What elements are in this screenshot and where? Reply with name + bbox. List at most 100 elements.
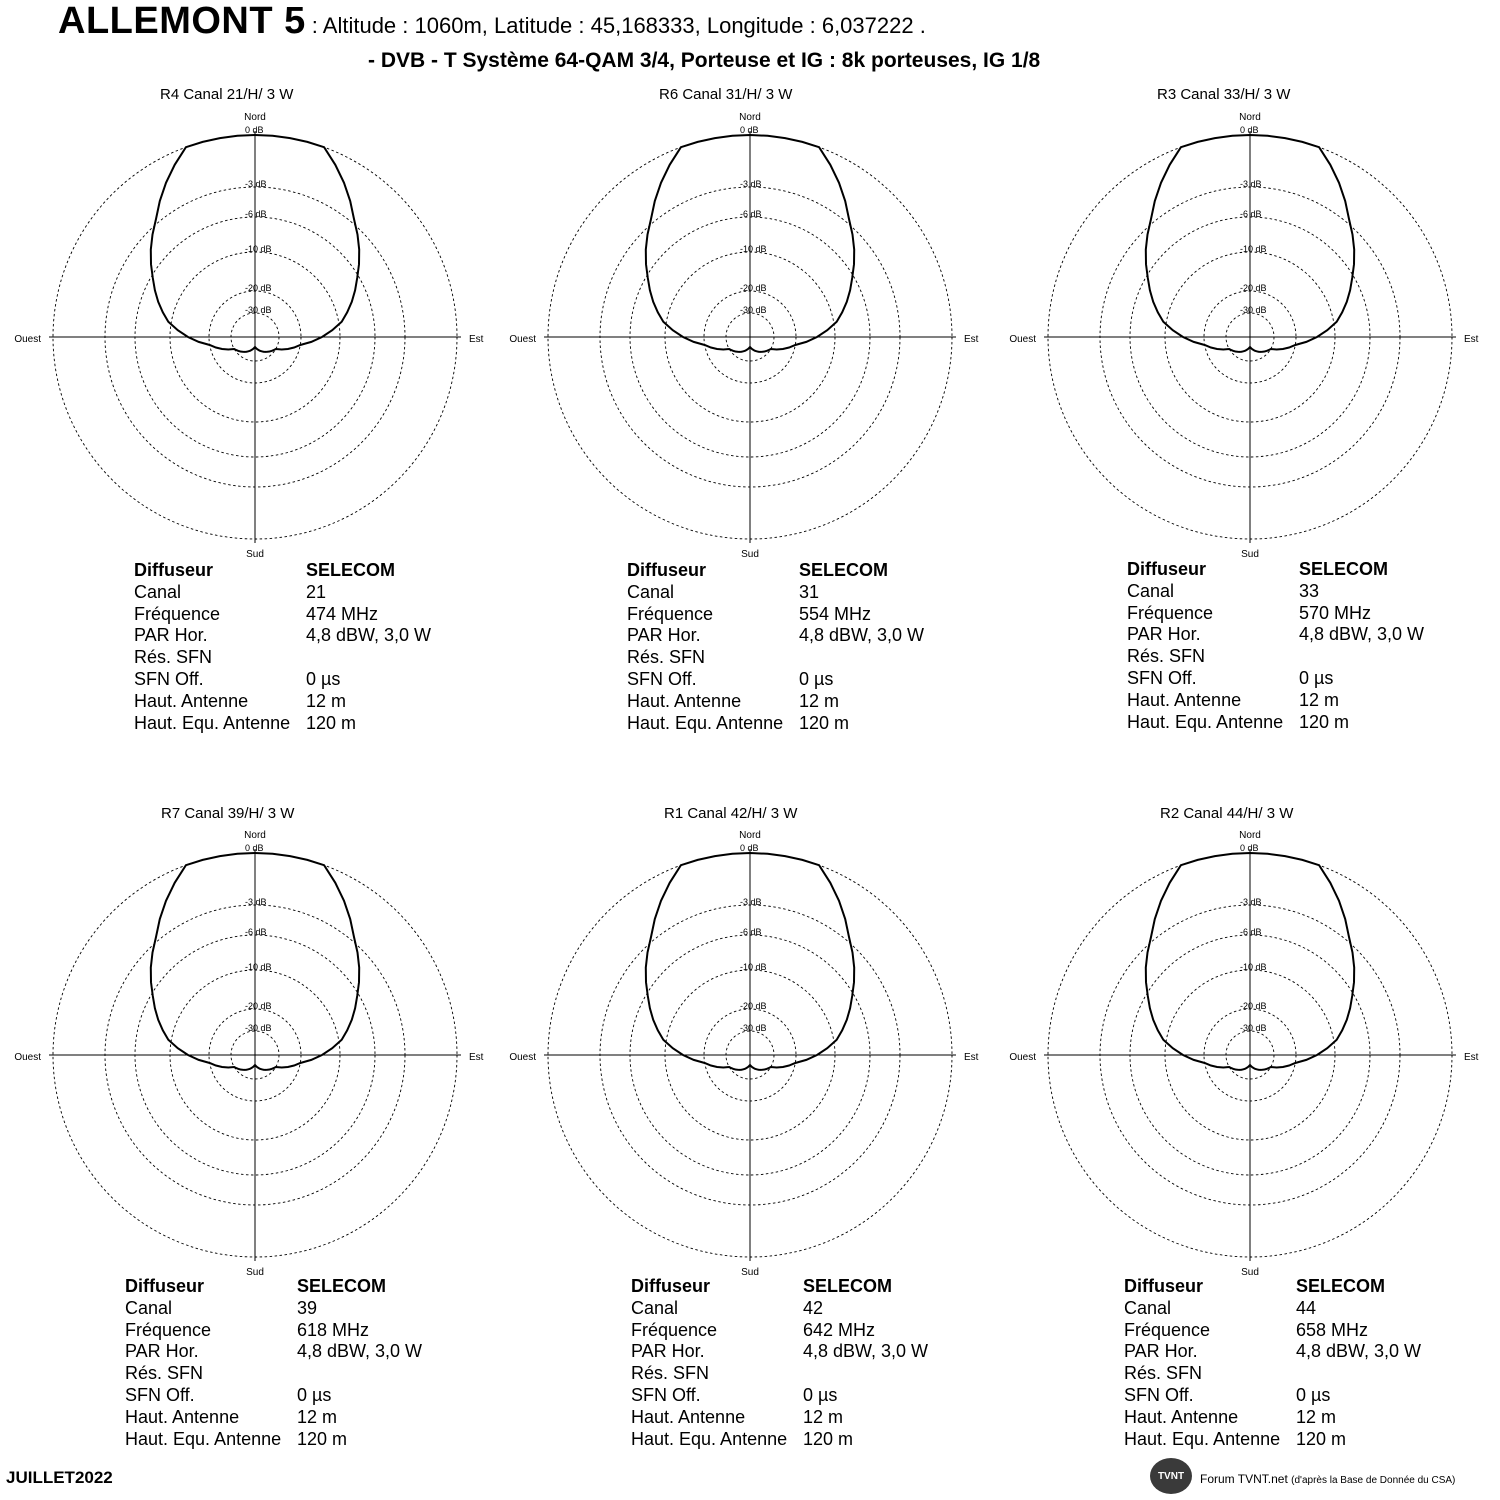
info-key: SFN Off. [134, 668, 204, 689]
panel-title: R1 Canal 42/H/ 3 W [664, 805, 798, 822]
direction-label-e: Est [469, 334, 484, 345]
db-ring-label: -6 dB [740, 209, 762, 219]
info-key: Diffuseur [1124, 1276, 1204, 1296]
info-key: Haut. Equ. Antenne [125, 1428, 282, 1449]
db-ring-label: -30 dB [1240, 1023, 1267, 1033]
info-row-sfn: SFN Off. 0 µs [631, 1385, 928, 1407]
info-value: 0 µs [803, 1384, 838, 1405]
info-value: 12 m [297, 1406, 338, 1427]
info-key: Haut. Equ. Antenne [1124, 1428, 1281, 1449]
info-value: SELECOM [297, 1276, 387, 1296]
panel-title: R2 Canal 44/H/ 3 W [1160, 805, 1294, 822]
info-key: PAR Hor. [125, 1341, 199, 1362]
info-value: 33 [1299, 580, 1320, 601]
direction-label-n: Nord [1239, 830, 1261, 841]
db-ring-label: 0 dB [740, 125, 759, 135]
info-key: Rés. SFN [1127, 646, 1206, 667]
polar-chart: 0 dB-3 dB-6 dB-10 dB-20 dB-30 dBNordSudE… [509, 830, 978, 1278]
db-ring-label: -3 dB [1240, 179, 1262, 189]
info-key: Rés. SFN [1124, 1363, 1203, 1384]
info-key: Diffuseur [1127, 559, 1207, 579]
info-row-sfn: SFN Off.0 µs [125, 1385, 422, 1407]
info-value: 4,8 dBW, 3,0 W [297, 1341, 423, 1362]
info-row-par: PAR Hor.4,8 dBW, 3,0 W [134, 625, 431, 647]
db-ring-label: -3 dB [1240, 897, 1262, 907]
info-key: Haut. Equ. Antenne [1127, 711, 1284, 732]
panel-title: R4 Canal 21/H/ 3 W [160, 86, 294, 103]
info-value: 12 m [1299, 689, 1340, 710]
db-ring-label: 0 dB [245, 843, 264, 853]
info-row-sfn: SFN Off.0 µs [1124, 1385, 1421, 1407]
info-key: Canal [125, 1297, 173, 1318]
info-key: Fréquence [1124, 1319, 1211, 1340]
info-row-haut: Haut. Antenne 12 m [1127, 690, 1424, 712]
info-value: SELECOM [1296, 1276, 1386, 1296]
info-value: 570 MHz [1299, 602, 1372, 623]
info-row-sfn: SFN Off.0 µs [627, 669, 924, 691]
info-row-res: Rés. SFN [631, 1363, 928, 1385]
info-key: Fréquence [1127, 602, 1214, 623]
db-ring-label: 0 dB [1240, 843, 1259, 853]
info-key: Diffuseur [134, 560, 214, 580]
footer-date: JUILLET2022 [6, 1468, 113, 1487]
db-ring-label: -10 dB [245, 962, 272, 972]
info-key: Diffuseur [631, 1276, 711, 1296]
info-key: Haut. Antenne [1127, 689, 1242, 710]
info-value: SELECOM [803, 1276, 893, 1296]
info-value: 12 m [799, 690, 840, 711]
direction-label-s: Sud [1241, 1267, 1259, 1278]
info-key: Fréquence [134, 603, 221, 624]
info-key: SFN Off. [627, 668, 697, 689]
info-row-frequence: Fréquence 570 MHz [1127, 603, 1424, 625]
info-row-res: Rés. SFN [125, 1363, 422, 1385]
direction-label-e: Est [1464, 1052, 1479, 1063]
db-ring-label: -6 dB [1240, 927, 1262, 937]
polar-chart: 0 dB-3 dB-6 dB-10 dB-20 dB-30 dBNordSudE… [1009, 830, 1479, 1278]
page-title: ALLEMONT 5: Altitude : 1060m, Latitude :… [58, 0, 926, 43]
info-value: SELECOM [799, 560, 889, 580]
direction-label-w: Ouest [509, 1052, 536, 1063]
info-value: 0 µs [306, 668, 341, 689]
info-row-res: Rés. SFN [627, 647, 924, 669]
footer-credit-text: Forum TVNT.net [1200, 1472, 1288, 1486]
info-value: 0 µs [1299, 667, 1334, 688]
info-key: Haut. Equ. Antenne [627, 712, 784, 733]
direction-label-s: Sud [1241, 549, 1259, 560]
db-ring-label: -6 dB [245, 209, 267, 219]
db-ring-label: -10 dB [245, 244, 272, 254]
db-ring-label: -3 dB [740, 179, 762, 189]
info-value: 474 MHz [306, 603, 379, 624]
info-value: 120 m [799, 712, 850, 733]
info-row-frequence: Fréquence 474 MHz [134, 604, 431, 626]
info-row-frequence: Fréquence 658 MHz [1124, 1320, 1421, 1342]
info-key: Diffuseur [125, 1276, 205, 1296]
info-value: 658 MHz [1296, 1319, 1369, 1340]
info-key: SFN Off. [631, 1384, 701, 1405]
db-ring-label: -3 dB [245, 897, 267, 907]
db-ring-label: 0 dB [1240, 125, 1259, 135]
info-value: 39 [297, 1297, 318, 1318]
polar-chart: 0 dB-3 dB-6 dB-10 dB-20 dB-30 dBNordSudE… [14, 830, 483, 1278]
polar-chart: 0 dB-3 dB-6 dB-10 dB-20 dB-30 dBNordSudE… [14, 112, 484, 560]
db-ring-label: -20 dB [1240, 1001, 1267, 1011]
info-key: PAR Hor. [134, 625, 208, 646]
direction-label-n: Nord [739, 830, 761, 841]
info-value: 12 m [803, 1406, 844, 1427]
polar-chart: 0 dB-3 dB-6 dB-10 dB-20 dB-30 dBNordSudE… [509, 112, 978, 560]
info-value: SELECOM [1299, 559, 1389, 579]
info-key: Canal [134, 581, 182, 602]
db-ring-label: -10 dB [1240, 244, 1267, 254]
antenna-pattern [644, 133, 856, 353]
info-row-par: PAR Hor.4,8 dBW, 3,0 W [627, 625, 924, 647]
db-ring-label: -20 dB [1240, 283, 1267, 293]
info-value: 0 µs [297, 1384, 332, 1405]
info-value: 21 [306, 581, 327, 602]
direction-label-s: Sud [741, 549, 759, 560]
